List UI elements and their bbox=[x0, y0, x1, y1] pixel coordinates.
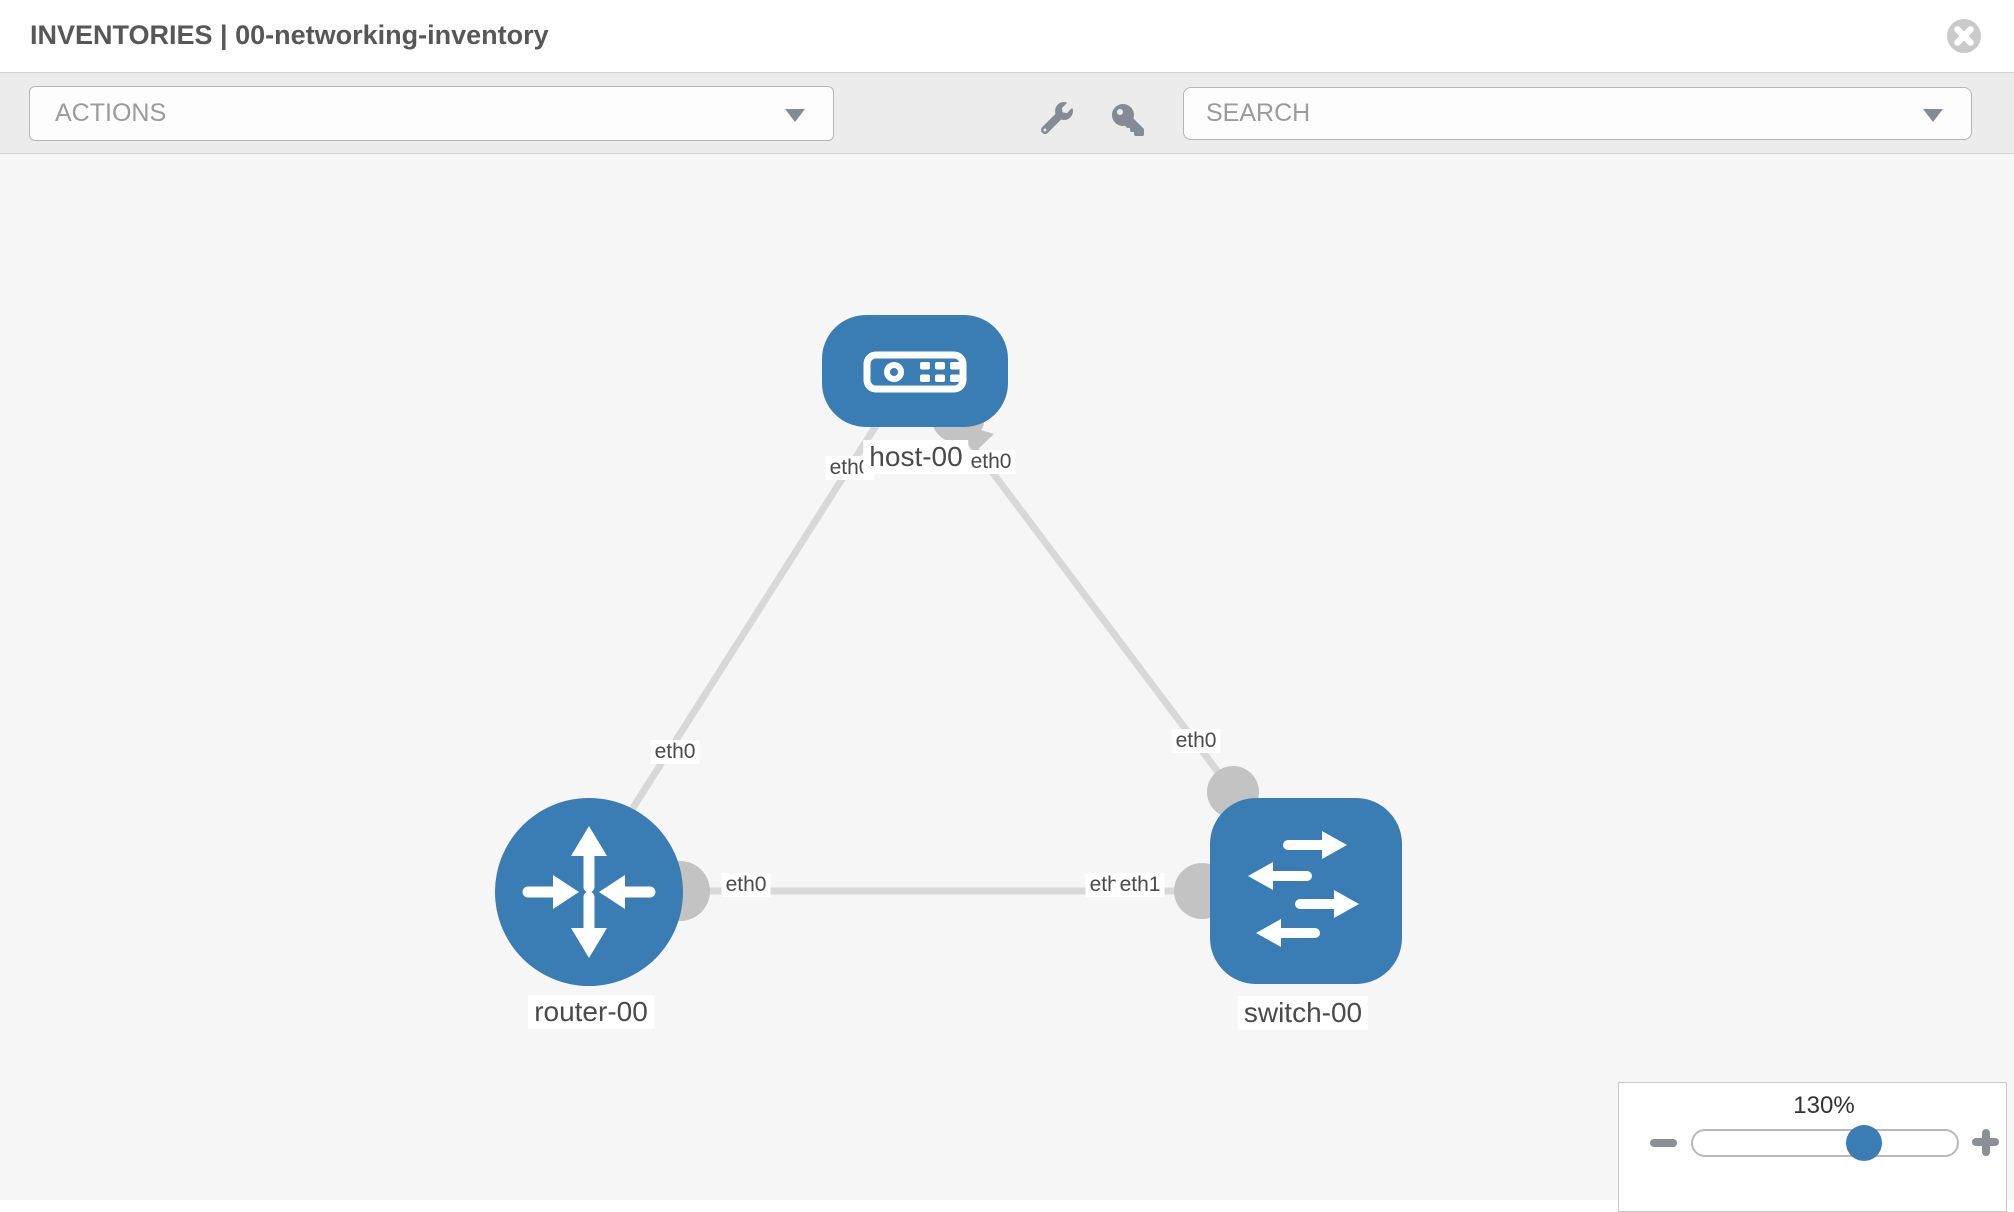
zoom-control-panel: 130% bbox=[1618, 1082, 2007, 1212]
close-button[interactable] bbox=[1946, 18, 1982, 54]
interface-label: eth0 bbox=[966, 450, 1016, 474]
router-icon bbox=[522, 826, 656, 958]
actions-dropdown[interactable]: ACTIONS bbox=[29, 86, 834, 141]
node-label-router-00: router-00 bbox=[528, 995, 654, 1029]
caret-down-icon bbox=[1923, 108, 1943, 122]
page-title: INVENTORIES | 00-networking-inventory bbox=[30, 20, 549, 50]
interface-label: eth0 bbox=[650, 740, 700, 764]
interface-label: eth1 bbox=[1115, 873, 1165, 897]
link-arrowhead bbox=[956, 422, 994, 453]
topology-graph bbox=[495, 315, 1402, 986]
search-input[interactable]: SEARCH bbox=[1206, 99, 1311, 127]
interface-label: eth0 bbox=[721, 873, 771, 897]
topology-canvas[interactable]: eth0 host-00 eth0 eth0 eth0 eth0 eth0 et… bbox=[0, 154, 2014, 1200]
link-host-router[interactable] bbox=[606, 420, 881, 848]
host-icon bbox=[863, 351, 967, 393]
node-label-switch-00: switch-00 bbox=[1237, 996, 1369, 1030]
interface-label: eth0 bbox=[1171, 729, 1221, 753]
zoom-level-value: 130% bbox=[1793, 1092, 1855, 1119]
zoom-slider-handle[interactable] bbox=[1846, 1125, 1882, 1161]
key-icon bbox=[1112, 104, 1144, 136]
times-circle-icon bbox=[1947, 19, 1981, 53]
node-host-00[interactable] bbox=[822, 315, 1008, 427]
actions-dropdown-label: ACTIONS bbox=[55, 99, 167, 127]
toolbar: ACTIONS SEARCH bbox=[0, 72, 2014, 154]
credentials-button[interactable] bbox=[1112, 104, 1144, 136]
header: INVENTORIES | 00-networking-inventory bbox=[0, 0, 2014, 72]
node-switch-00[interactable] bbox=[1210, 798, 1402, 984]
switch-icon bbox=[1248, 831, 1359, 947]
node-label-host-00: host-00 bbox=[863, 440, 969, 474]
caret-down-icon bbox=[785, 108, 805, 122]
node-router-00[interactable] bbox=[495, 798, 683, 986]
configure-button[interactable] bbox=[1040, 102, 1073, 135]
search-dropdown[interactable]: SEARCH bbox=[1183, 87, 1972, 140]
zoom-slider-track[interactable] bbox=[1691, 1129, 1959, 1157]
wrench-icon bbox=[1040, 102, 1073, 135]
zoom-out-button[interactable] bbox=[1650, 1139, 1677, 1147]
zoom-in-button[interactable] bbox=[1972, 1128, 1999, 1156]
